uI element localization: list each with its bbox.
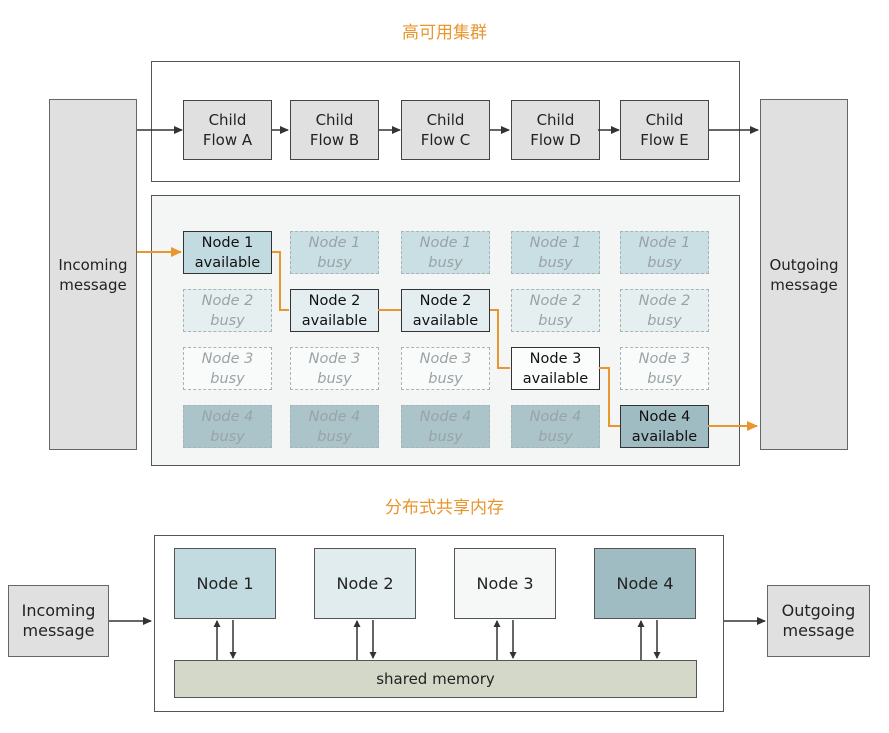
- connector-node3-to-node4: [599, 367, 620, 427]
- incoming-message-box-bottom: Incoming message: [8, 585, 109, 657]
- node-3-col-1-busy: Node 3 busy: [183, 347, 272, 390]
- child-flow-e: Child Flow E: [620, 100, 709, 160]
- node-4-col-2-busy: Node 4 busy: [290, 405, 379, 448]
- outgoing-message-box: Outgoing message: [760, 99, 848, 450]
- node-3-col-2-busy: Node 3 busy: [290, 347, 379, 390]
- node-1-col-2-busy: Node 1 busy: [290, 231, 379, 274]
- connector-node1-to-node2: [272, 251, 289, 311]
- node-1-col-5-busy: Node 1 busy: [620, 231, 709, 274]
- node-4-col-3-busy: Node 4 busy: [401, 405, 490, 448]
- node-1-col-1-available: Node 1 available: [183, 231, 272, 274]
- title-distributed-shared-memory: 分布式共享内存: [385, 498, 504, 518]
- child-flow-a: Child Flow A: [183, 100, 272, 160]
- node-3-col-3-busy: Node 3 busy: [401, 347, 490, 390]
- node-2-col-5-busy: Node 2 busy: [620, 289, 709, 332]
- node-4-col-4-busy: Node 4 busy: [511, 405, 600, 448]
- shared-memory-bar: shared memory: [174, 660, 697, 698]
- node-2-col-1-busy: Node 2 busy: [183, 289, 272, 332]
- outgoing-message-box-bottom: Outgoing message: [767, 585, 870, 657]
- node-1-col-3-busy: Node 1 busy: [401, 231, 490, 274]
- node-3-col-4-available: Node 3 available: [511, 347, 600, 390]
- node-4-col-1-busy: Node 4 busy: [183, 405, 272, 448]
- connector-node2-to-node3: [490, 309, 510, 369]
- title-high-availability: 高可用集群: [402, 23, 487, 43]
- node-2-col-2-available: Node 2 available: [290, 289, 379, 332]
- child-flow-d: Child Flow D: [511, 100, 600, 160]
- child-flow-b: Child Flow B: [290, 100, 379, 160]
- shared-memory-arrows: [109, 617, 766, 660]
- node-3-col-5-busy: Node 3 busy: [620, 347, 709, 390]
- node-2-col-3-available: Node 2 available: [401, 289, 490, 332]
- node-3-box: Node 3: [454, 548, 556, 619]
- node-2-box: Node 2: [314, 548, 416, 619]
- node-1-box: Node 1: [174, 548, 276, 619]
- incoming-message-box: Incoming message: [49, 99, 137, 450]
- node-1-col-4-busy: Node 1 busy: [511, 231, 600, 274]
- available-node-path: [137, 247, 758, 431]
- node-2-col-4-busy: Node 2 busy: [511, 289, 600, 332]
- node-4-col-5-available: Node 4 available: [620, 405, 709, 448]
- node-4-box: Node 4: [594, 548, 696, 619]
- child-flow-c: Child Flow C: [401, 100, 490, 160]
